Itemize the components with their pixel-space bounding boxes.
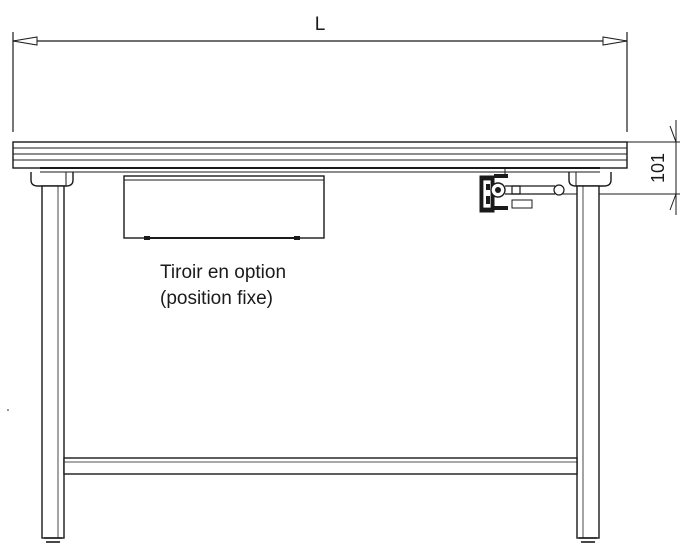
length-arrow-right	[602, 36, 628, 46]
height-label: 101	[648, 153, 668, 183]
drawer-runner-left	[144, 236, 150, 240]
right-leg	[568, 172, 612, 543]
length-dimension: L	[12, 14, 628, 132]
lower-crossbar	[63, 457, 578, 475]
drawer-runner-right	[294, 236, 300, 240]
optional-drawer	[123, 171, 325, 240]
drawer-annotation-line1: Tiroir en option	[160, 262, 287, 283]
height-dimension: 101	[560, 120, 680, 215]
length-label: L	[315, 14, 326, 35]
length-arrow-left	[12, 36, 38, 46]
table-top	[12, 141, 628, 173]
drawer-annotation-line2: (position fixe)	[160, 288, 273, 309]
left-leg	[30, 172, 74, 543]
clamp-bracket	[479, 168, 565, 213]
stray-mark	[7, 409, 9, 411]
drawer-annotation: Tiroir en option (position fixe)	[160, 260, 286, 312]
